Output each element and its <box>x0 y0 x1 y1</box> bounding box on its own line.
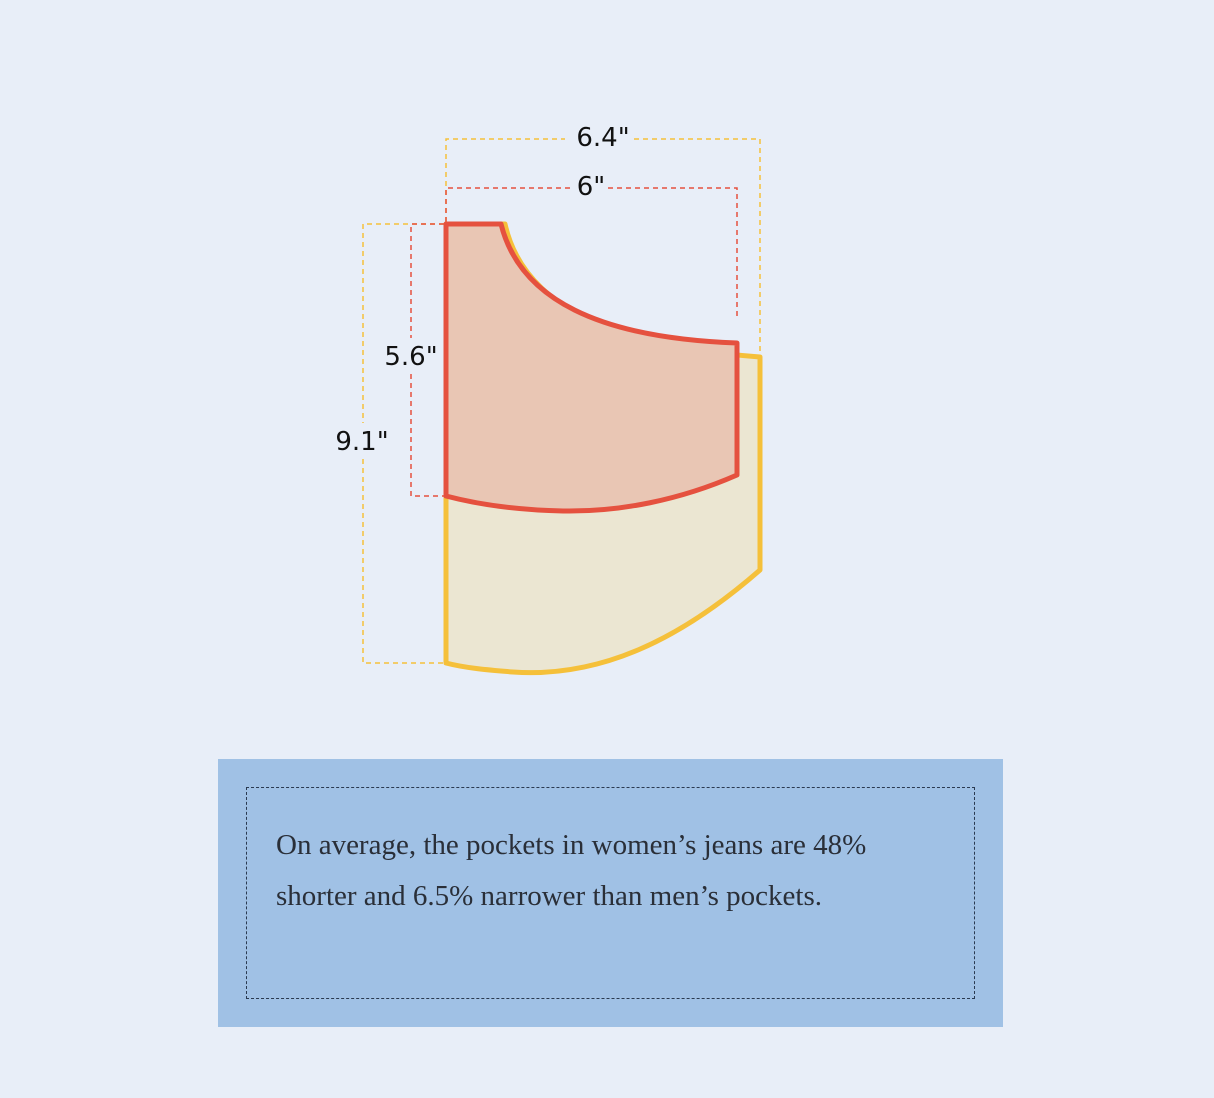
summary-callout: On average, the pockets in women’s jeans… <box>218 759 1003 1027</box>
summary-text: On average, the pockets in women’s jeans… <box>276 829 867 912</box>
women-height-label: 5.6" <box>384 342 437 372</box>
men-height-label: 9.1" <box>335 427 388 457</box>
summary-callout-border: On average, the pockets in women’s jeans… <box>246 787 975 999</box>
women-pocket-shape <box>443 221 740 514</box>
men-width-label: 6.4" <box>576 123 629 153</box>
women-width-dimension <box>445 187 738 318</box>
pocket-size-diagram: 6.4" 6" 5.6" 9.1" <box>335 123 763 676</box>
women-height-dimension <box>410 223 444 497</box>
women-width-label: 6" <box>577 172 606 202</box>
